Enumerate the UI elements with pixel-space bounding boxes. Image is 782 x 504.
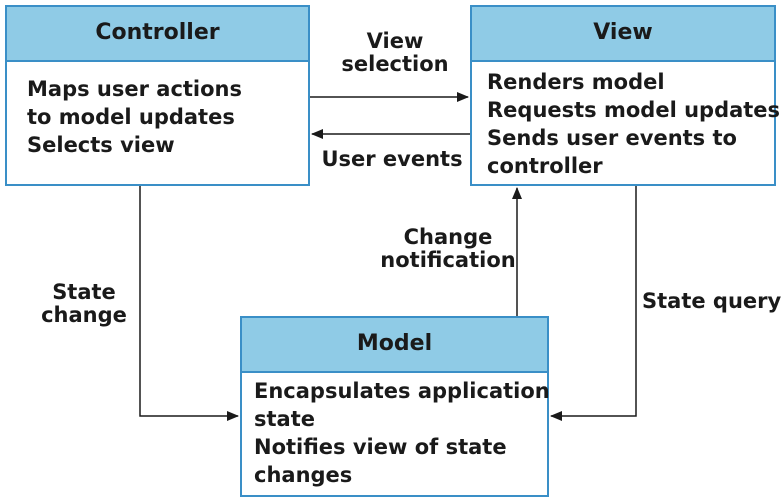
controller-line: Selects view xyxy=(27,133,175,157)
model-line: changes xyxy=(254,463,353,487)
model-line: Notifies view of state xyxy=(254,435,507,459)
controller-responsibilities: Maps user actions to model updates Selec… xyxy=(7,62,308,159)
model-box: Model Encapsulates application state Not… xyxy=(240,316,550,497)
edge-label-user-events: User events xyxy=(321,147,463,171)
edge-label-line: State xyxy=(52,280,116,304)
edge-label-line: Change xyxy=(403,225,493,249)
edge-label-line: notification xyxy=(380,248,516,272)
edge-label-change-notification: Change notification xyxy=(378,226,518,272)
model-title: Model xyxy=(242,318,547,373)
controller-line: Maps user actions xyxy=(27,77,243,101)
view-responsibilities: Renders model Requests model updates Sen… xyxy=(472,62,781,180)
view-line: Renders model xyxy=(487,70,665,94)
model-line: state xyxy=(254,407,315,431)
edge-label-line: change xyxy=(41,303,127,327)
view-box: View Renders model Requests model update… xyxy=(470,5,781,186)
edge-label-line: selection xyxy=(341,52,449,76)
view-line: controller xyxy=(487,154,603,178)
model-line: Encapsulates application xyxy=(254,379,550,403)
edge-label-line: View xyxy=(366,29,424,53)
arrow-state-change xyxy=(139,186,239,421)
view-line: Sends user events to xyxy=(487,126,737,150)
controller-line: to model updates xyxy=(27,105,235,129)
edge-label-state-query: State query xyxy=(642,289,782,313)
view-line: Requests model updates xyxy=(487,98,781,122)
controller-box: Controller Maps user actions to model up… xyxy=(5,5,310,186)
edge-label-state-change: State change xyxy=(24,281,144,327)
edge-label-view-selection: View selection xyxy=(340,30,450,76)
view-title: View xyxy=(472,7,774,62)
controller-title: Controller xyxy=(7,7,308,62)
model-responsibilities: Encapsulates application state Notifies … xyxy=(242,373,550,489)
arrow-state-query xyxy=(550,186,637,421)
